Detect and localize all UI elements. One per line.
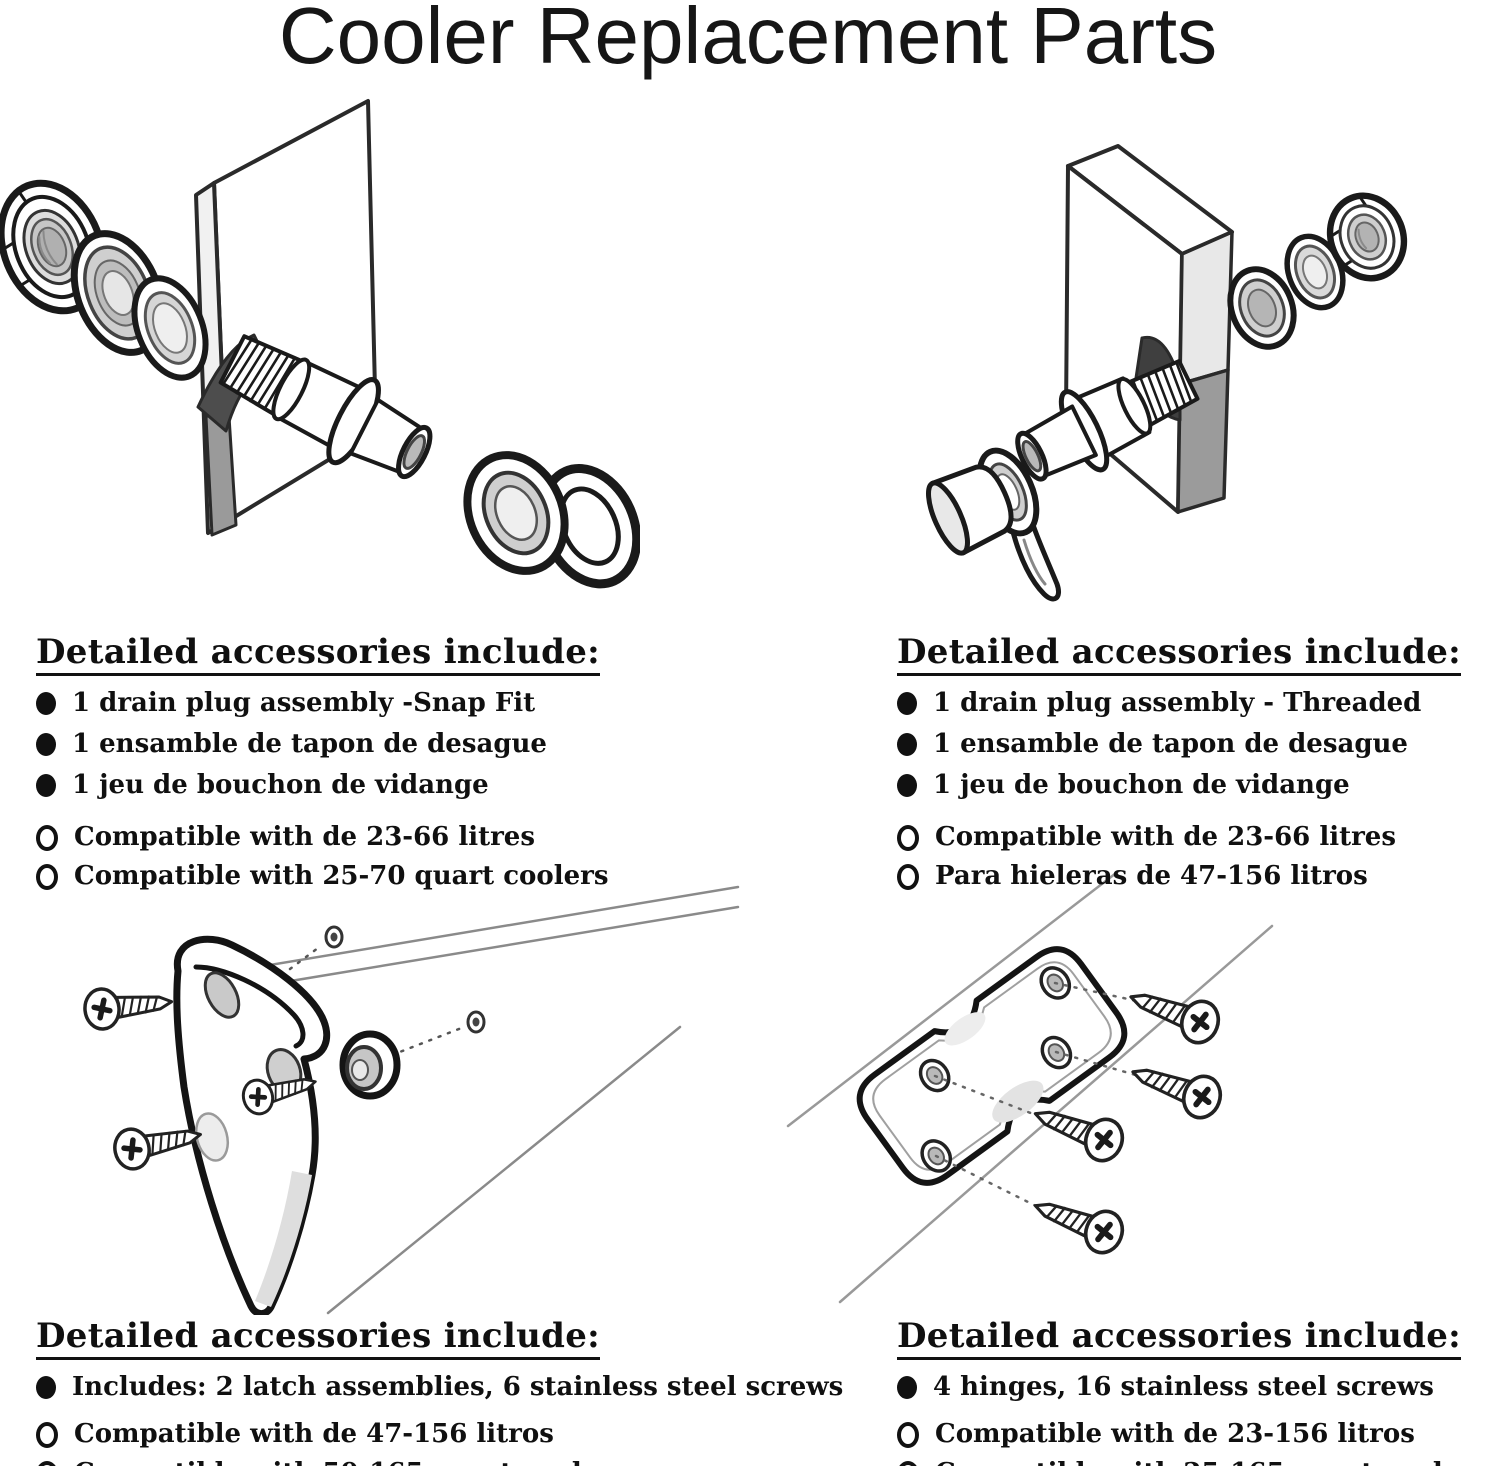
drain-plug-body <box>218 334 433 480</box>
screw <box>1124 977 1224 1048</box>
hinge-illustration <box>786 870 1274 1304</box>
filled-bullet-icon <box>36 1375 56 1399</box>
screw <box>1028 1094 1128 1166</box>
open-bullet-icon <box>36 824 58 851</box>
list-item: Compatible with 25-70 quart coolers <box>36 861 756 892</box>
section-snap-fit-drain-plug: Detailed accessories include: 1 drain pl… <box>36 634 756 901</box>
filled-bullet-icon <box>897 774 917 798</box>
page-title: Cooler Replacement Parts <box>278 0 1218 80</box>
list-item: 1 drain plug assembly -Snap Fit <box>36 688 756 719</box>
alignment-guides <box>256 925 486 1057</box>
hex-nut <box>1326 192 1408 282</box>
snap-fit-drain-plug-illustration <box>0 99 640 589</box>
section-heading: Detailed accessories include: <box>897 634 1462 676</box>
section-heading: Detailed accessories include: <box>897 1318 1462 1360</box>
list-item: Compatible with de 23-156 litros <box>897 1419 1487 1450</box>
open-bullet-icon <box>897 824 919 851</box>
screw <box>1028 1186 1128 1258</box>
filled-bullet-icon <box>36 691 56 715</box>
compatibility-list: Compatible with de 47-156 litros Compati… <box>36 1419 776 1466</box>
included-list: 1 drain plug assembly - Threaded 1 ensam… <box>897 688 1487 802</box>
cooler-surface-lines <box>208 885 740 1315</box>
latch-assembly-illustration <box>60 885 740 1315</box>
filled-bullet-icon <box>897 733 917 756</box>
list-item: Compatible with de 23-66 litres <box>897 822 1487 853</box>
section-latch-kit: Detailed accessories include: Includes: … <box>36 1318 843 1466</box>
screw <box>83 982 174 1031</box>
list-item: 1 ensamble de tapon de desague <box>36 729 756 760</box>
list-item: 1 ensamble de tapon de desague <box>897 729 1487 760</box>
included-list: 1 drain plug assembly -Snap Fit 1 ensamb… <box>36 688 756 802</box>
section-threaded-drain-plug: Detailed accessories include: 1 drain pl… <box>897 634 1487 901</box>
latch-keeper-post <box>339 1030 401 1100</box>
plug-end-cap <box>926 464 1014 556</box>
latch-body <box>173 935 331 1315</box>
list-item: 1 drain plug assembly - Threaded <box>897 688 1487 719</box>
compatibility-list: Compatible with de 23-156 litros Compati… <box>897 1419 1488 1466</box>
open-bullet-icon <box>36 1460 58 1466</box>
drain-plug-cap <box>463 451 640 589</box>
list-item: Compatible with 50-165 quart coolers <box>36 1458 776 1466</box>
gasket-washer-small <box>1284 233 1346 311</box>
screw <box>1126 1052 1226 1123</box>
filled-bullet-icon <box>897 691 917 715</box>
filled-bullet-icon <box>36 774 56 798</box>
list-item: Compatible with 25-165 quart coolers <box>897 1458 1488 1466</box>
compatibility-list: Compatible with de 23-66 litres Para hie… <box>897 822 1487 892</box>
open-bullet-icon <box>36 1421 58 1448</box>
list-item: Para hieleras de 47-156 litros <box>897 861 1487 892</box>
threaded-drain-plug-illustration <box>926 144 1408 602</box>
list-item: Includes: 2 latch assemblies, 6 stainles… <box>36 1372 843 1403</box>
section-heading: Detailed accessories include: <box>36 634 601 676</box>
open-bullet-icon <box>897 864 919 891</box>
list-item: 4 hinges, 16 stainless steel screws <box>897 1372 1487 1403</box>
filled-bullet-icon <box>36 733 56 756</box>
list-item: 1 jeu de bouchon de vidange <box>897 770 1487 801</box>
list-item: Compatible with de 23-66 litres <box>36 822 756 853</box>
included-list: 4 hinges, 16 stainless steel screws <box>897 1372 1487 1403</box>
section-heading: Detailed accessories include: <box>36 1318 601 1360</box>
drain-plug-body <box>1015 359 1200 482</box>
open-bullet-icon <box>897 1421 919 1448</box>
compatibility-list: Compatible with de 23-66 litres Compatib… <box>36 822 756 892</box>
gasket-washer-small <box>131 275 209 381</box>
hinge-plate <box>856 946 1128 1186</box>
gasket-washer-large <box>1227 266 1297 350</box>
cooler-wall-panel <box>194 99 378 537</box>
alignment-guides <box>933 981 1148 1213</box>
filled-bullet-icon <box>897 1375 917 1399</box>
list-item: 1 jeu de bouchon de vidange <box>36 770 756 801</box>
list-item: Compatible with de 47-156 litros <box>36 1419 776 1450</box>
section-hinge-kit: Detailed accessories include: 4 hinges, … <box>897 1318 1488 1466</box>
open-bullet-icon <box>36 864 58 891</box>
open-bullet-icon <box>897 1460 919 1466</box>
included-list: Includes: 2 latch assemblies, 6 stainles… <box>36 1372 843 1403</box>
